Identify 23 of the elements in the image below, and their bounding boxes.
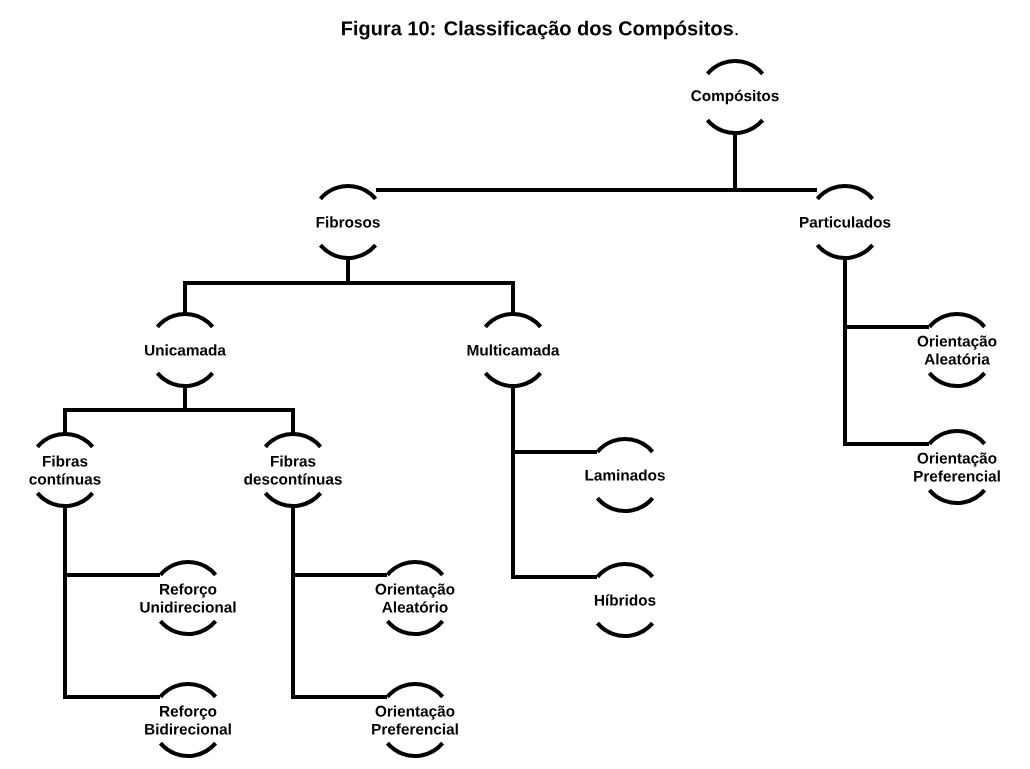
arc-node: Orientação Aleatório [375,560,455,636]
connector-line [346,258,515,314]
arc-node: Reforço Bidirecional [145,682,231,758]
arc-node: Compósitos [691,59,779,135]
arc-node: Unicamada [145,312,226,388]
connector-line [291,506,387,699]
arc-node: Orientação Preferencial [914,429,1000,505]
arc-node: Fibras contínuas [29,432,101,508]
arc-node: Fibras descontínuas [244,432,342,508]
connector-line [843,258,929,446]
connector-line [63,506,160,699]
arc-node: Híbridos [594,562,656,638]
arc-node: Orientação Preferencial [372,682,458,758]
connector-line [183,386,295,434]
arc-node: Orientação Aleatória [917,312,997,388]
arc-node: Fibrosos [316,184,380,260]
figure-title: Figura 10: Classificação dos Compósitos. [342,20,738,40]
arc-node: Laminados [585,437,665,513]
connector-line [511,386,597,579]
arc-node: Particulados [800,184,891,260]
arc-node: Multicamada [467,312,560,388]
connector-line [733,133,817,192]
arc-node: Reforço Unidirecional [140,560,236,636]
